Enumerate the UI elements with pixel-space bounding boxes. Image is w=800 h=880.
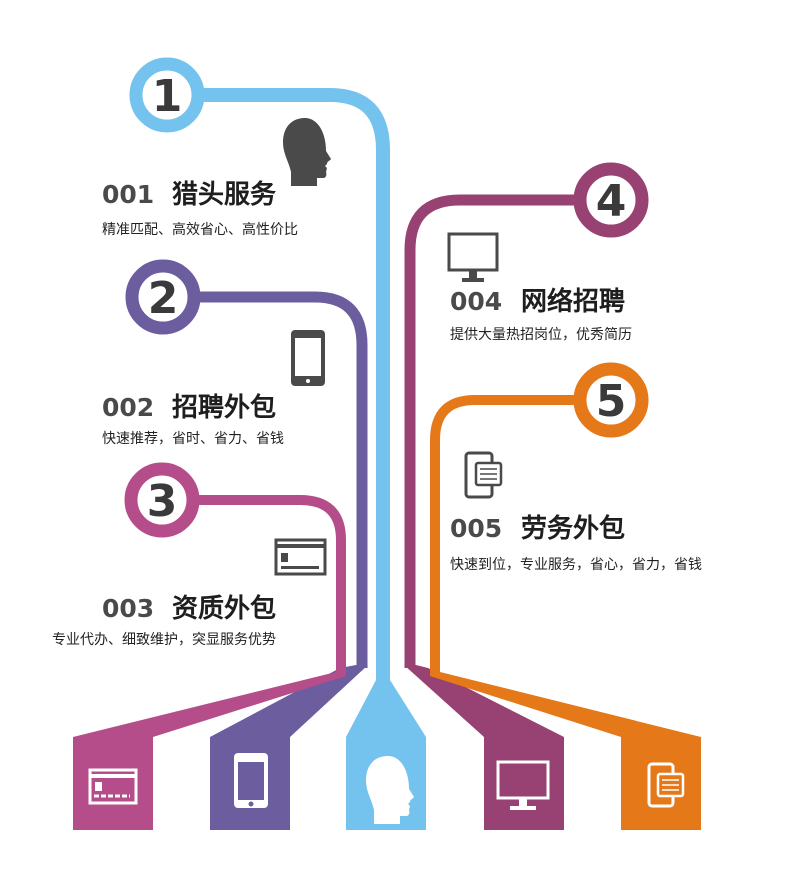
monitor-icon [447,232,499,282]
service-item-1: 001 猎头服务 精准匹配、高效省心、高性价比 [102,180,298,238]
step-number: 2 [148,273,179,324]
phone-icon [234,753,268,808]
monitor-icon [496,760,550,810]
service-title: 网络招聘 [521,286,625,317]
chat-phone-icon [464,451,503,499]
service-code: 004 [450,287,502,316]
service-item-4: 004 网络招聘 提供大量热招岗位，优秀简历 [450,286,632,343]
service-subtitle: 精准匹配、高效省心、高性价比 [102,221,298,238]
service-code: 002 [102,393,154,422]
connector-5 [430,395,578,668]
service-title: 劳务外包 [521,513,625,544]
chat-phone-icon [647,762,685,808]
connector-3 [196,495,346,668]
step-circle-2: 2 [125,259,201,335]
service-title: 招聘外包 [172,392,276,423]
service-title: 资质外包 [172,593,276,624]
service-code: 003 [102,594,154,623]
service-item-3: 003 资质外包 专业代办、细致维护，突显服务优势 [52,593,276,648]
card-icon [274,538,327,576]
step-circle-1: 1 [129,57,205,133]
connector-1 [200,88,390,682]
service-code: 005 [450,514,502,543]
fan-5 [430,665,701,830]
phone-icon [291,330,325,386]
service-code: 001 [102,180,154,209]
step-circle-3: 3 [124,462,200,538]
step-circle-4: 4 [573,162,649,238]
step-number: 1 [152,71,183,122]
fan-3 [73,665,346,830]
service-item-2: 002 招聘外包 快速推荐，省时、省力、省钱 [102,392,284,447]
service-subtitle: 快速推荐，省时、省力、省钱 [102,431,284,447]
service-title: 猎头服务 [172,180,276,210]
service-item-5: 005 劳务外包 快速到位，专业服务，省心，省力，省钱 [450,513,702,573]
connector-4 [404,194,578,668]
service-subtitle: 专业代办、细致维护，突显服务优势 [52,632,276,648]
step-number: 4 [596,176,627,227]
step-circle-5: 5 [573,362,649,438]
step-number: 5 [596,376,627,427]
service-subtitle: 快速到位，专业服务，省心，省力，省钱 [450,557,702,573]
service-subtitle: 提供大量热招岗位，优秀简历 [450,326,632,343]
card-icon [88,768,138,805]
step-number: 3 [147,476,178,527]
fan-4 [404,665,564,830]
head-icon [283,118,331,186]
connector-2 [196,291,368,668]
